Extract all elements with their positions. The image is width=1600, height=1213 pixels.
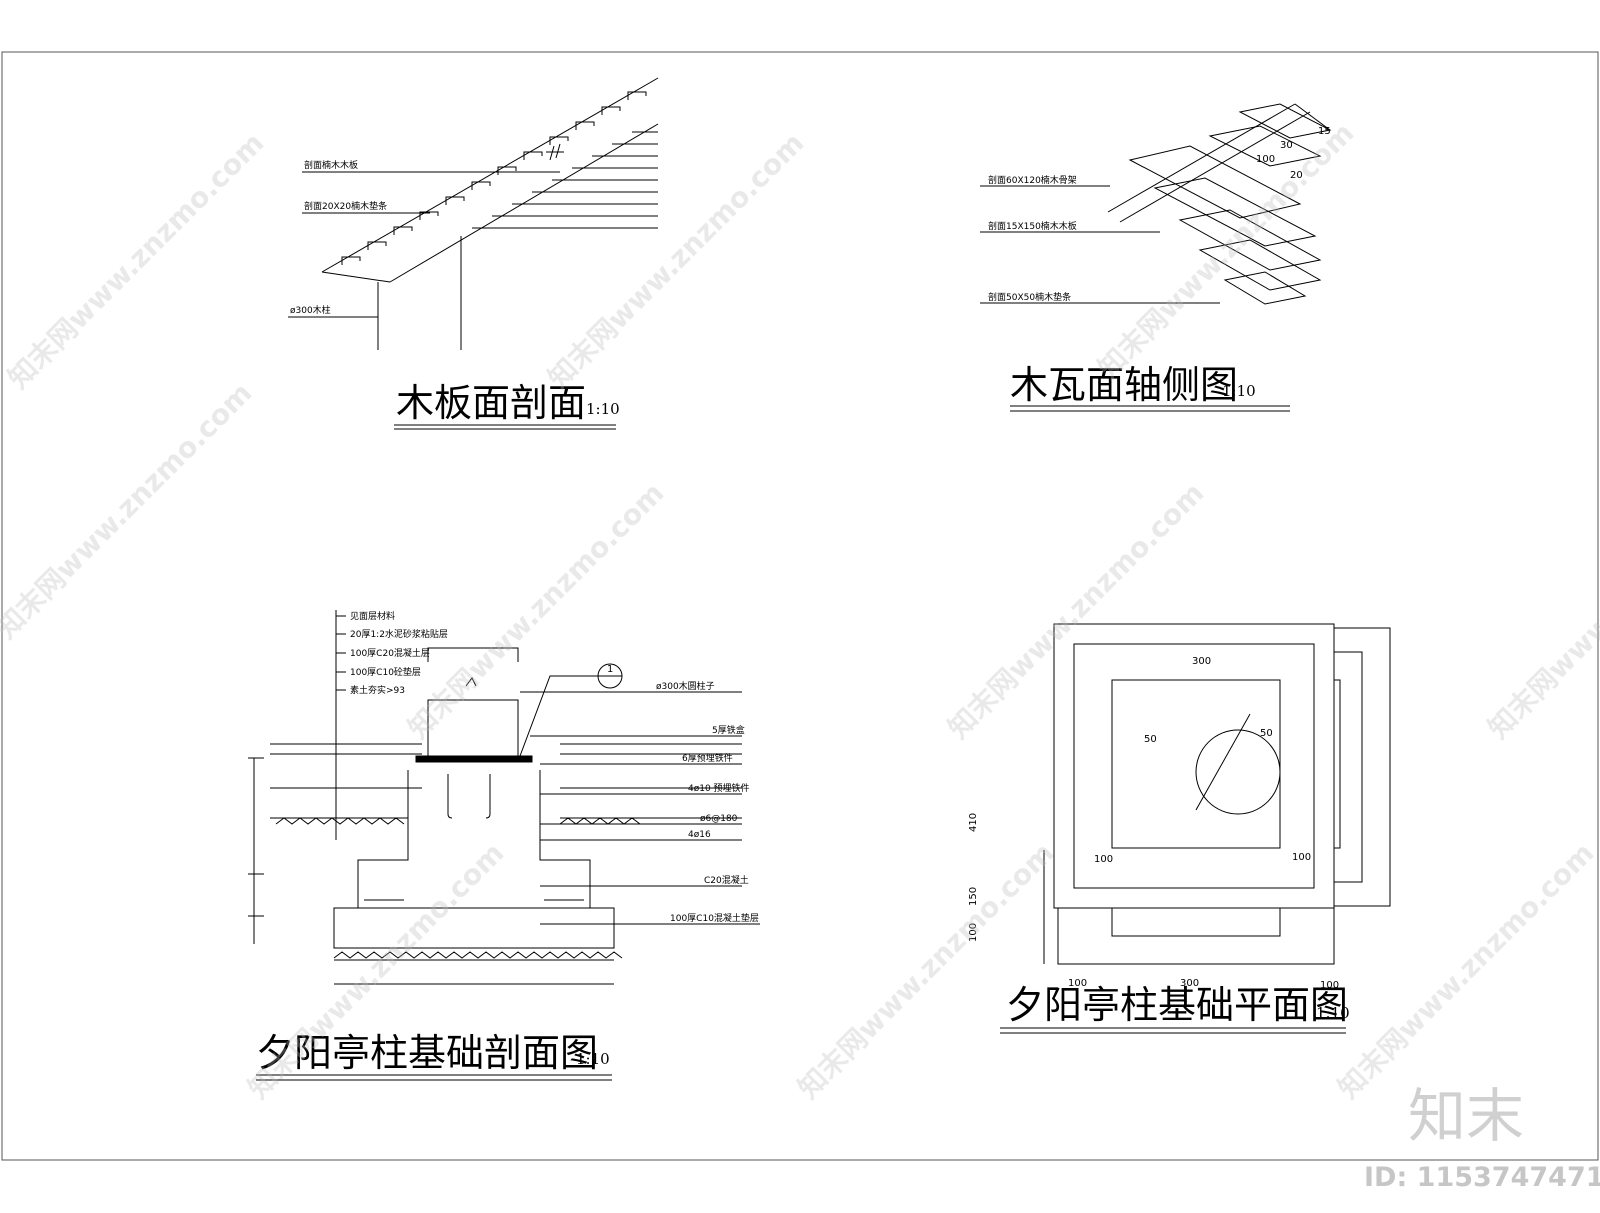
section-note-6: 4ø16 [688,830,711,840]
section-note-2: 5厚铁盒 [712,724,745,736]
section-note-5: ø6@180 [700,814,738,824]
site-watermark: 知末网www.znzmo.com [1482,476,1600,745]
brand-watermark: 知末 [1408,1082,1524,1150]
plan-dim-r-right: 50 [1260,728,1273,739]
plan-dim-410: 410 [968,813,979,832]
section-note-4: 4ø10 预埋铁件 [688,782,750,794]
id-watermark: ID: 1153747471 [1364,1162,1600,1193]
layer-2: 20厚1:2水泥砂浆粘贴层 [350,628,448,640]
site-watermark: 知末网www.znzmo.com [2,126,271,395]
site-watermark: 知末网www.znzmo.com [1092,116,1361,385]
site-watermark: 知末网www.znzmo.com [792,836,1061,1105]
base-plan-title: 夕阳亭柱基础平面图 [1006,983,1348,1027]
base-plan-drawing [1043,623,1391,965]
base-section-title: 夕阳亭柱基础剖面图 [256,1031,598,1075]
tile-axonometric-title: 木瓦面轴侧图 [1010,363,1238,407]
base-section-scale: 1:10 [576,1050,610,1068]
plan-dim-bottom-right: 100 [1320,980,1339,991]
board-section-title: 木板面剖面 [396,381,586,425]
plan-dim-r-left: 50 [1144,734,1157,745]
tile-dim-30: 30 [1280,140,1293,151]
board-note-3: ø300木柱 [290,304,331,316]
site-watermark: 知末网www.znzmo.com [402,476,671,745]
watermark-layer: 知末网www.znzmo.com 知末网www.znzmo.com 知末网www… [0,116,1600,1105]
layer-1: 见面层材料 [350,610,395,622]
board-steps [341,91,647,265]
layer-4: 100厚C10砼垫层 [350,666,421,678]
tile-note-3: 剖面50X50楠木垫条 [988,291,1071,303]
tile-dim-15: 15 [1318,126,1331,137]
section-note-7: C20混凝土 [704,874,749,886]
board-section-drawing [288,77,659,350]
tile-axonometric-scale: 1:10 [1222,382,1256,400]
site-watermark: 知末网www.znzmo.com [542,126,811,395]
layer-3: 100厚C20混凝土层 [350,647,430,659]
board-section-scale: 1:10 [586,400,620,418]
section-marker-number: 1 [607,664,613,675]
plan-dim-top: 300 [1192,656,1211,667]
layer-5: 素土夯实>93 [350,684,405,696]
plan-dim-bottom-left: 100 [1068,978,1087,989]
section-note-8: 100厚C10混凝土垫层 [670,912,759,924]
board-note-1: 剖面楠木木板 [304,159,358,171]
site-watermark: 知末网www.znzmo.com [1332,836,1600,1105]
tile-axonometric-drawing [980,103,1332,305]
plan-dim-bottom-right-inner: 100 [1292,852,1311,863]
tile-note-2: 剖面15X150楠木木板 [988,220,1077,232]
plan-dim-bottom-mid: 300 [1180,978,1199,989]
section-note-3: 6厚预埋铁件 [682,752,733,764]
tile-dim-20: 20 [1290,170,1303,181]
plan-dim-bottom-left-inner: 100 [1094,854,1113,865]
tile-note-1: 剖面60X120楠木骨架 [988,174,1077,186]
base-plan-scale: 1:10 [1316,1004,1350,1022]
base-section-drawing [248,610,760,985]
sheet-border [1,51,1599,1161]
plan-dim-100: 100 [968,923,979,942]
site-watermark: 知末网www.znzmo.com [942,476,1211,745]
tile-dim-100: 100 [1256,154,1275,165]
board-note-2: 剖面20X20楠木垫条 [304,200,387,212]
section-note-1: ø300木圆柱子 [656,680,715,692]
plan-dim-150: 150 [968,887,979,906]
site-watermark: 知末网www.znzmo.com [0,376,258,645]
